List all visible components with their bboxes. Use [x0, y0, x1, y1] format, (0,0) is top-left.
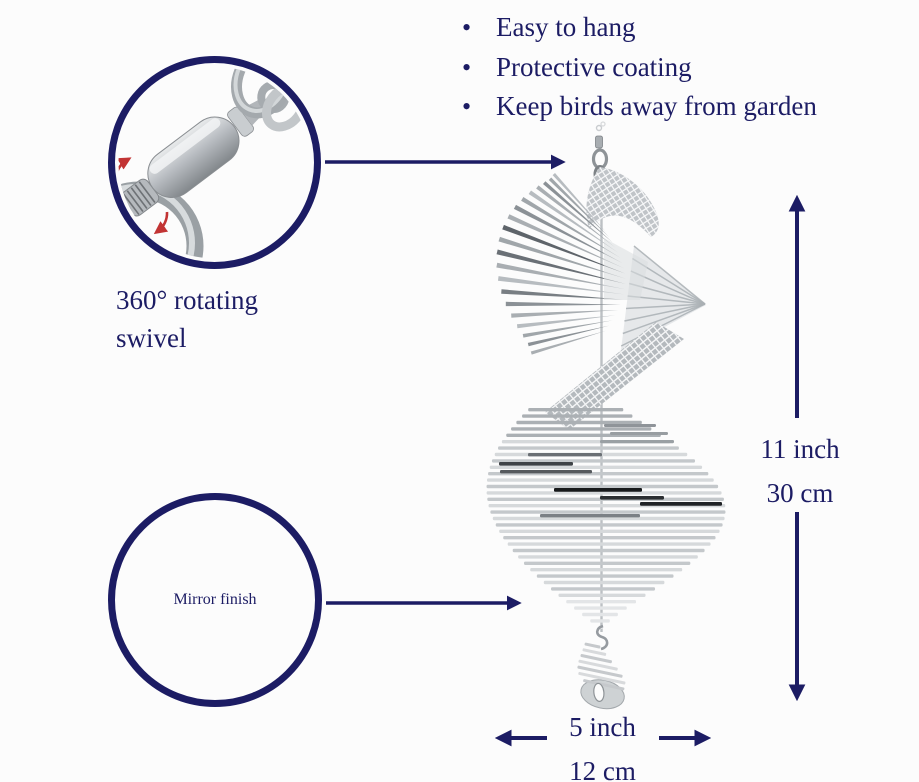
feature-item: • Protective coating [448, 52, 817, 92]
height-centimeters: 30 cm [766, 478, 834, 508]
swivel-label-line2: swivel [116, 323, 187, 353]
bullet-icon: • [462, 92, 472, 121]
height-inches: 11 inch [760, 434, 840, 464]
height-dimension-label: 11 inch 30 cm [727, 427, 873, 515]
width-inches: 5 inch [569, 712, 636, 742]
bullet-icon: • [462, 13, 472, 42]
annotation-arrows [325, 154, 806, 747]
width-dimension-label: 5 inch 12 cm [536, 705, 669, 782]
mirror-callout-label: Mirror finish [173, 591, 257, 608]
pendant-ornament [577, 642, 626, 710]
upper-helix-fan [496, 172, 626, 355]
wind-spinner-image [486, 121, 726, 710]
feature-item: • Easy to hang [448, 12, 817, 52]
bullet-icon: • [462, 52, 472, 82]
width-centimeters: 12 cm [569, 756, 636, 782]
mirror-callout-circle: Mirror finish [108, 493, 322, 707]
feature-text: Easy to hang [496, 12, 636, 42]
swivel-callout-circle [108, 56, 321, 269]
feature-list: • Easy to hang • Protective coating • Ke… [448, 12, 817, 131]
lower-helix-fan [486, 408, 726, 629]
right-cusp [604, 238, 706, 350]
feature-item: • Keep birds away from garden [448, 91, 817, 131]
feature-text: Keep birds away from garden [496, 91, 817, 121]
swivel-label-line1: 360° rotating [116, 285, 259, 315]
swivel-callout-label: 360° rotating swivel [116, 281, 336, 357]
feature-text: Protective coating [496, 51, 692, 82]
